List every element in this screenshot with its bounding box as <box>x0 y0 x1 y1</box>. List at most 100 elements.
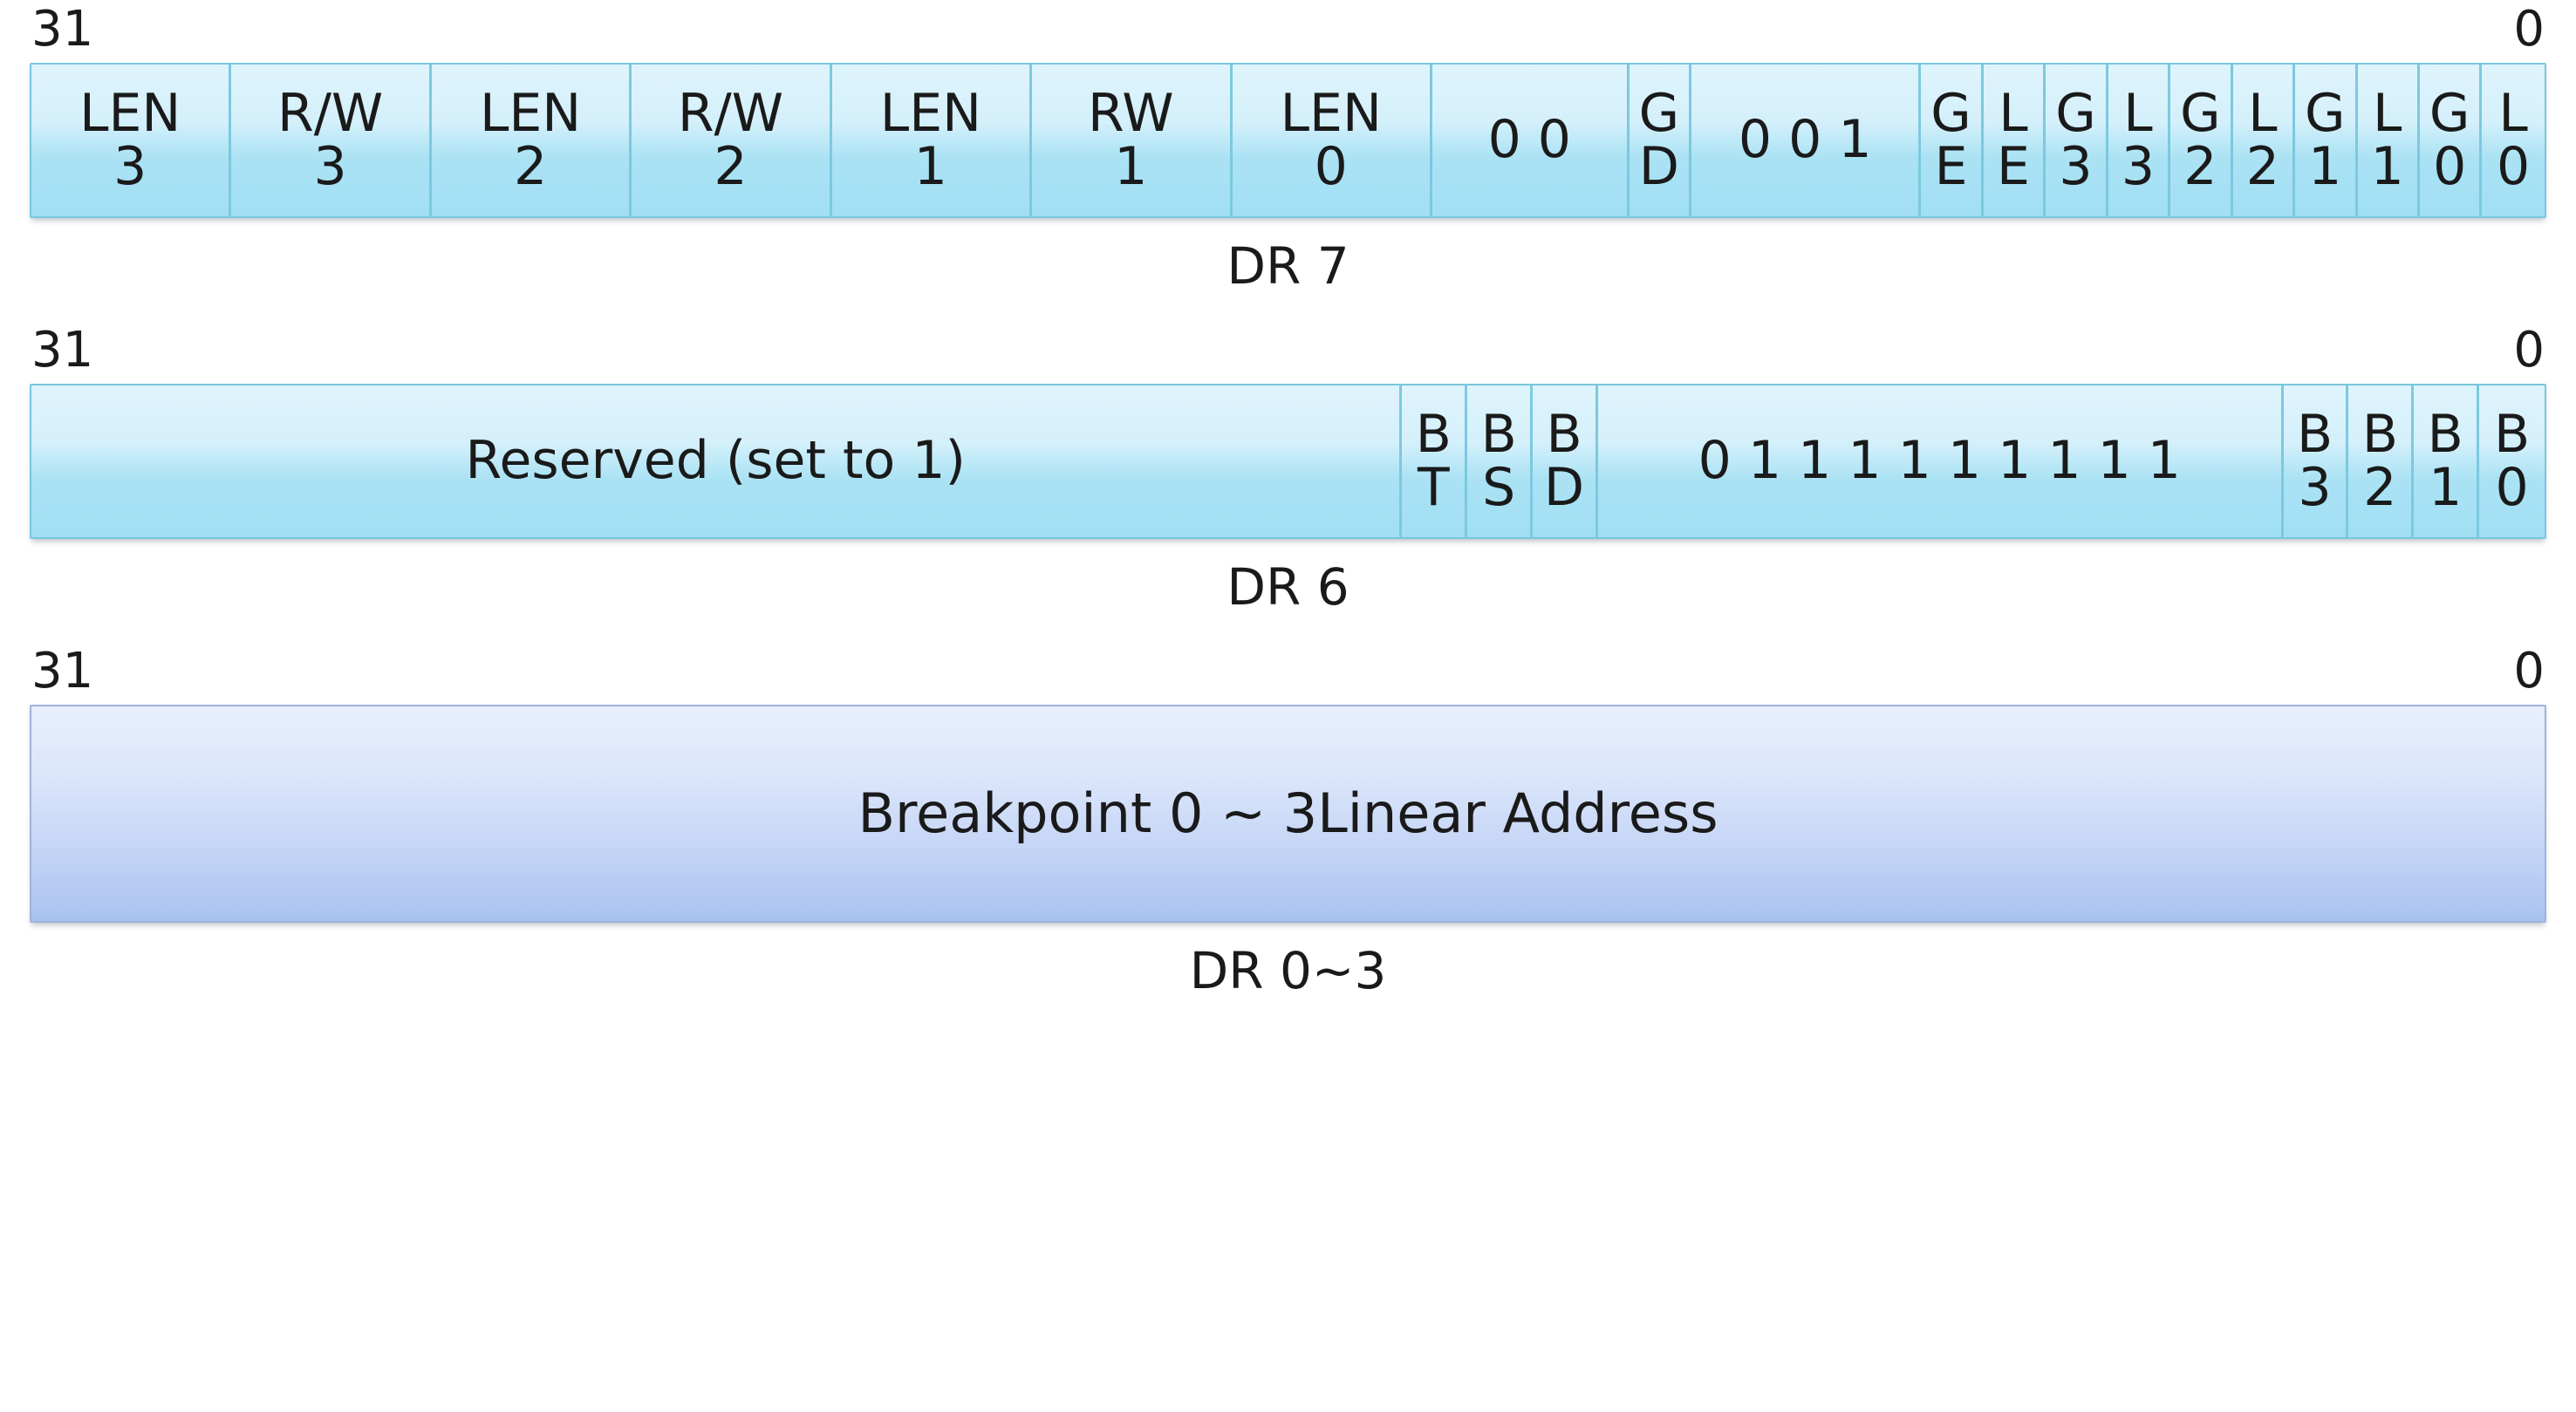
register-caption-dr03: DR 0~3 <box>1189 941 1387 1000</box>
bitfield-label: 0 <box>2495 457 2529 518</box>
bitfield-label: Reserved (set to 1) <box>465 430 966 492</box>
bitfield-label: G <box>1930 82 1971 144</box>
bitfield-label: 2 <box>714 136 748 197</box>
bitfield-label: 3 <box>113 136 147 197</box>
msb-label-dr7: 31 <box>31 1 94 58</box>
bitfield-cell: 0 0 <box>1431 65 1630 216</box>
bitfield-label: B <box>1546 403 1582 465</box>
bitfield-label: 2 <box>2245 136 2279 197</box>
bitfield-label: RW <box>1088 82 1174 144</box>
msb-label-dr03: 31 <box>31 643 94 699</box>
lsb-label-dr6: 0 <box>2513 322 2545 379</box>
bitfield-label: G <box>2055 82 2096 144</box>
bitfield-label: L <box>2123 82 2153 144</box>
bitfield-label: 2 <box>513 136 548 197</box>
bitfield-label: 3 <box>2059 136 2093 197</box>
bitfield-label: 0 <box>2433 136 2467 197</box>
bit-range-dr03: 31 0 <box>30 642 2546 705</box>
register-caption-dr7: DR 7 <box>1227 236 1349 296</box>
bitfield-label: 0 1 1 1 1 1 1 1 1 1 <box>1698 430 2181 492</box>
bitfield-label: R/W <box>277 82 384 144</box>
bitfield-label: E <box>1934 136 1968 197</box>
bitfield-cell: 0 0 1 <box>1691 65 1922 216</box>
bit-range-dr6: 31 0 <box>30 321 2546 384</box>
bitfield-label: G <box>2180 82 2221 144</box>
bitfield-label: G <box>2305 82 2346 144</box>
bitfield-label: LEN <box>479 82 582 144</box>
bitfield-label: 1 <box>2308 136 2342 197</box>
bitfield-label: LEN <box>79 82 181 144</box>
bitfield-label: G <box>2429 82 2470 144</box>
bitfield-label: E <box>1997 136 2030 197</box>
bitfield-label: B <box>1415 403 1452 465</box>
bitfield-label: D <box>1543 457 1585 518</box>
bitfield-label: 0 <box>1314 136 1348 197</box>
bitfield-label: L <box>2248 82 2278 144</box>
bitfield-label: 1 <box>1114 136 1148 197</box>
bitfield-label: 1 <box>2429 457 2463 518</box>
bitfield-label: LEN <box>1280 82 1382 144</box>
bitfield-label: 0 <box>2497 136 2531 197</box>
bitfield-label: LEN <box>879 82 982 144</box>
register-bar-dr03: Breakpoint 0 ~ 3Linear Address <box>30 705 2546 923</box>
register-caption-dr6: DR 6 <box>1227 557 1349 617</box>
msb-label-dr6: 31 <box>31 322 94 379</box>
bitfield-label: 2 <box>2363 457 2397 518</box>
bitfield-label: G <box>1638 82 1680 144</box>
bitfield-label: 0 0 1 <box>1738 109 1872 171</box>
bit-range-dr7: 31 0 <box>30 0 2546 63</box>
bitfield-cell: Reserved (set to 1) <box>31 385 1403 537</box>
register-dr03: 31 0 Breakpoint 0 ~ 3Linear Address DR 0… <box>30 642 2546 996</box>
breakpoint-address-label: Breakpoint 0 ~ 3Linear Address <box>858 781 1718 845</box>
bitfield-label: 3 <box>2121 136 2155 197</box>
bitfield-cell: 0 1 1 1 1 1 1 1 1 1 <box>1597 385 2284 537</box>
bitfield-label: 3 <box>313 136 347 197</box>
bitfield-label: T <box>1418 457 1450 518</box>
lsb-label-dr7: 0 <box>2513 1 2545 58</box>
bitfield-label: R/W <box>677 82 784 144</box>
bitfield-label: B <box>1480 403 1517 465</box>
bitfield-label: 2 <box>2183 136 2217 197</box>
bitfield-label: B <box>2361 403 2398 465</box>
bitfield-label: L <box>1999 82 2028 144</box>
bitfield-label: L <box>2498 82 2528 144</box>
bitfield-label: D <box>1638 136 1679 197</box>
bitfield-label: B <box>2493 403 2531 465</box>
bitfield-label: S <box>1482 457 1516 518</box>
bitfield-label: L <box>2373 82 2402 144</box>
bitfield-label: 1 <box>913 136 947 197</box>
bitfield-label: 0 0 <box>1487 109 1571 171</box>
bitfield-label: B <box>2427 403 2463 465</box>
bitfield-label: 3 <box>2298 457 2332 518</box>
lsb-label-dr03: 0 <box>2513 643 2545 699</box>
bitfield-label: 1 <box>2370 136 2404 197</box>
